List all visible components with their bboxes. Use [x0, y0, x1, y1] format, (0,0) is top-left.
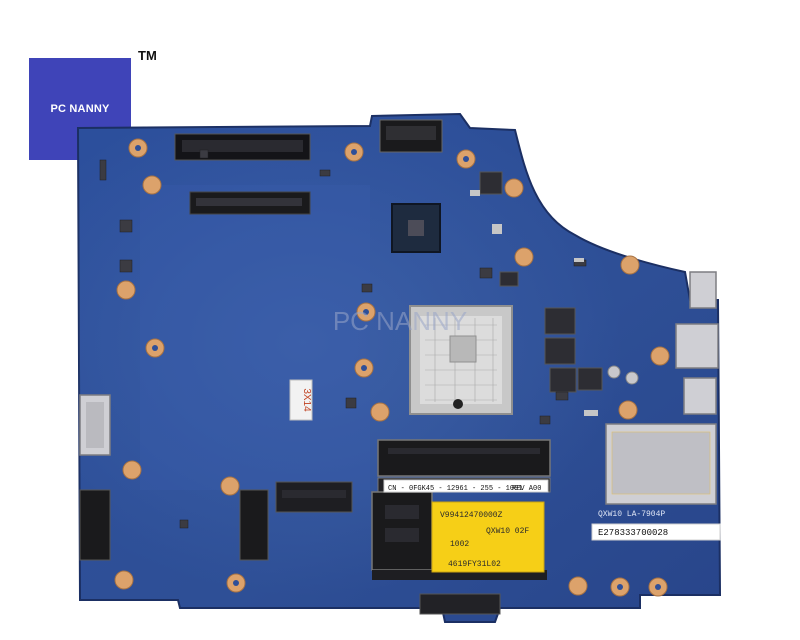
- ethernet-port: [675, 323, 719, 369]
- ram-slot-1: [377, 439, 551, 477]
- handwritten-text: 3X14: [301, 388, 312, 412]
- serial-text: E278333700028: [598, 528, 668, 538]
- handwritten-sticker: [289, 379, 313, 421]
- watermark-text: PC NANNY: [333, 306, 467, 336]
- serial-label: [591, 523, 721, 541]
- cn-label: CN - 0FGK45 - 12961 - 255 - 1001: [388, 485, 522, 493]
- bottom-connector: [419, 593, 501, 615]
- sticker-line3: 1002: [450, 540, 469, 549]
- usb-port-1: [689, 271, 717, 309]
- trademark-mark: TM: [138, 48, 157, 63]
- mini-pcie-slot-1: [79, 489, 111, 561]
- sticker-line4: 4619FY31L02: [448, 560, 501, 569]
- sticker-line1: V99412470000Z: [440, 511, 503, 520]
- cn-sticker: [383, 479, 549, 493]
- sticker-line2: QXW10 02F: [486, 527, 529, 536]
- usb-port-2: [683, 377, 717, 415]
- model-label: QXW10 LA-7904P: [598, 510, 665, 519]
- mini-pcie-slot-2: [239, 489, 269, 561]
- rev-label: REV A00: [512, 485, 541, 493]
- logo-text: PC NANNY: [50, 103, 110, 115]
- yellow-sticker: [431, 501, 545, 573]
